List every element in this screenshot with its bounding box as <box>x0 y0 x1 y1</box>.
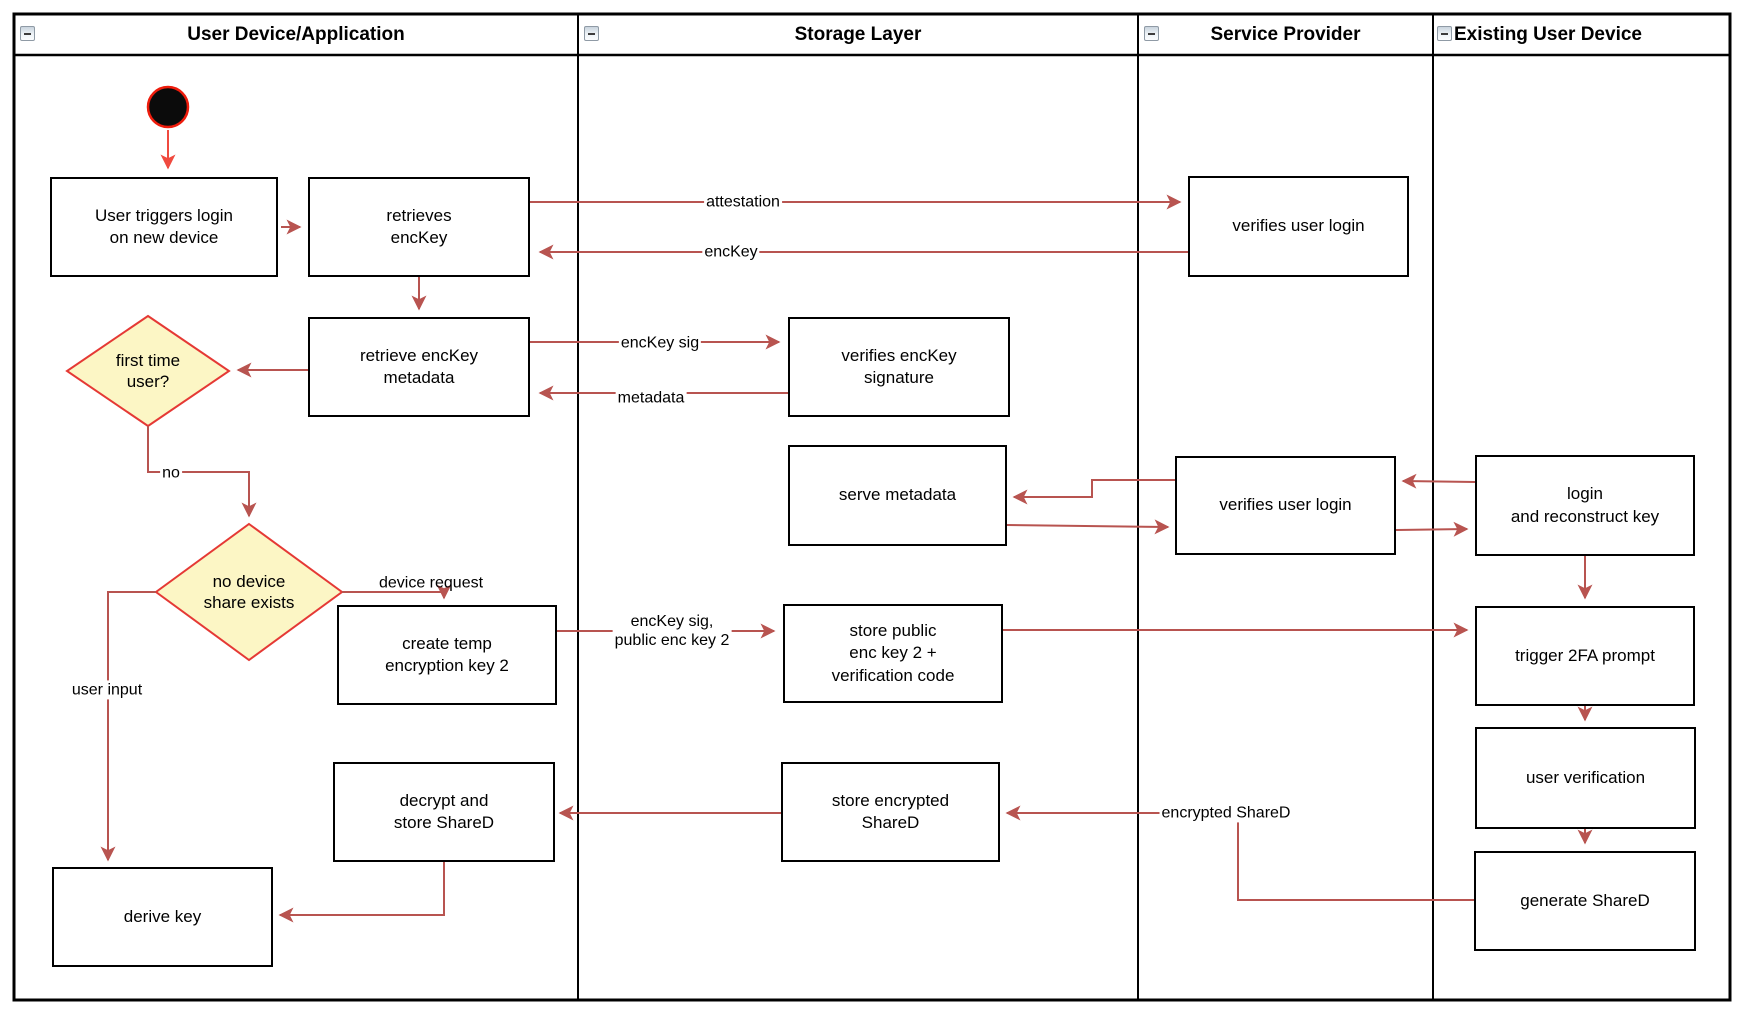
collapse-minus-icon[interactable] <box>20 26 35 41</box>
edge-label-enckey[interactable]: encKey <box>702 242 760 262</box>
node-create-temp-key[interactable]: create temp encryption key 2 <box>337 605 557 705</box>
minus-glyph <box>1148 33 1155 35</box>
edge-verifies2-to-login <box>1395 521 1469 537</box>
node-serve-metadata[interactable]: serve metadata <box>788 445 1007 546</box>
minus-glyph <box>24 33 31 35</box>
edge-label-metadata[interactable]: metadata <box>615 388 687 408</box>
edge-no-branch <box>147 426 257 518</box>
edge-label-attestation[interactable]: attestation <box>704 192 782 212</box>
node-user-triggers-login[interactable]: User triggers login on new device <box>50 177 278 277</box>
lane-header-user-device[interactable]: User Device/Application <box>187 23 405 45</box>
edge-label-user-input[interactable]: user input <box>69 680 145 700</box>
swimlane-frame <box>12 12 1732 1002</box>
node-user-verification[interactable]: user verification <box>1475 727 1696 829</box>
edge-encrypted-shared <box>1005 805 1475 901</box>
edge-verifies2-to-serve-metadata <box>1012 479 1175 505</box>
node-generate-shared[interactable]: generate ShareD <box>1474 851 1696 951</box>
node-decrypt-store-shared[interactable]: decrypt and store ShareD <box>333 762 555 862</box>
node-derive-key[interactable]: derive key <box>52 867 273 967</box>
node-store-public-enc-key[interactable]: store public enc key 2 + verification co… <box>783 604 1003 703</box>
edge-device-request <box>342 584 452 600</box>
node-retrieves-enckey[interactable]: retrieves encKey <box>308 177 530 277</box>
collapse-minus-icon[interactable] <box>1144 26 1159 41</box>
start-node[interactable] <box>146 85 190 129</box>
decision-label-no-device-share: no device share exists <box>203 571 295 612</box>
node-verifies-enckey-signature[interactable]: verifies encKey signature <box>788 317 1010 417</box>
collapse-minus-icon[interactable] <box>584 26 599 41</box>
edge-label-enckey-sig[interactable]: encKey sig <box>618 333 702 353</box>
collapse-minus-icon[interactable] <box>1437 26 1452 41</box>
node-store-encrypted-shared[interactable]: store encrypted ShareD <box>781 762 1000 862</box>
lane-header-storage-layer[interactable]: Storage Layer <box>794 23 922 45</box>
edge-label-enckey-sig-public[interactable]: encKey sig, public enc key 2 <box>612 611 732 651</box>
lane-header-service-provider[interactable]: Service Provider <box>1210 23 1361 45</box>
minus-glyph <box>1441 33 1448 35</box>
edge-decrypt-to-derive <box>278 862 445 923</box>
edge-user-input <box>100 591 156 862</box>
flow-arrows <box>100 130 1593 923</box>
lane-header-existing-user-device[interactable]: Existing User Device <box>1454 23 1642 45</box>
node-login-reconstruct-key[interactable]: login and reconstruct key <box>1475 455 1695 556</box>
node-retrieve-enckey-metadata[interactable]: retrieve encKey metadata <box>308 317 530 417</box>
edge-label-device-request[interactable]: device request <box>378 574 484 592</box>
decision-no-device-share[interactable] <box>154 522 344 662</box>
node-verifies-user-login-2[interactable]: verifies user login <box>1175 456 1396 555</box>
edge-serve-metadata-to-verifies2 <box>1006 519 1170 535</box>
node-verifies-user-login-1[interactable]: verifies user login <box>1188 176 1409 277</box>
edge-label-no[interactable]: no <box>160 463 182 483</box>
edge-login-to-verifies2 <box>1401 473 1476 489</box>
decision-label-first-time-user: first time user? <box>115 350 181 391</box>
node-trigger-2fa-prompt[interactable]: trigger 2FA prompt <box>1475 606 1695 706</box>
edge-label-encrypted-shared[interactable]: encrypted ShareD <box>1159 803 1293 823</box>
minus-glyph <box>588 33 595 35</box>
